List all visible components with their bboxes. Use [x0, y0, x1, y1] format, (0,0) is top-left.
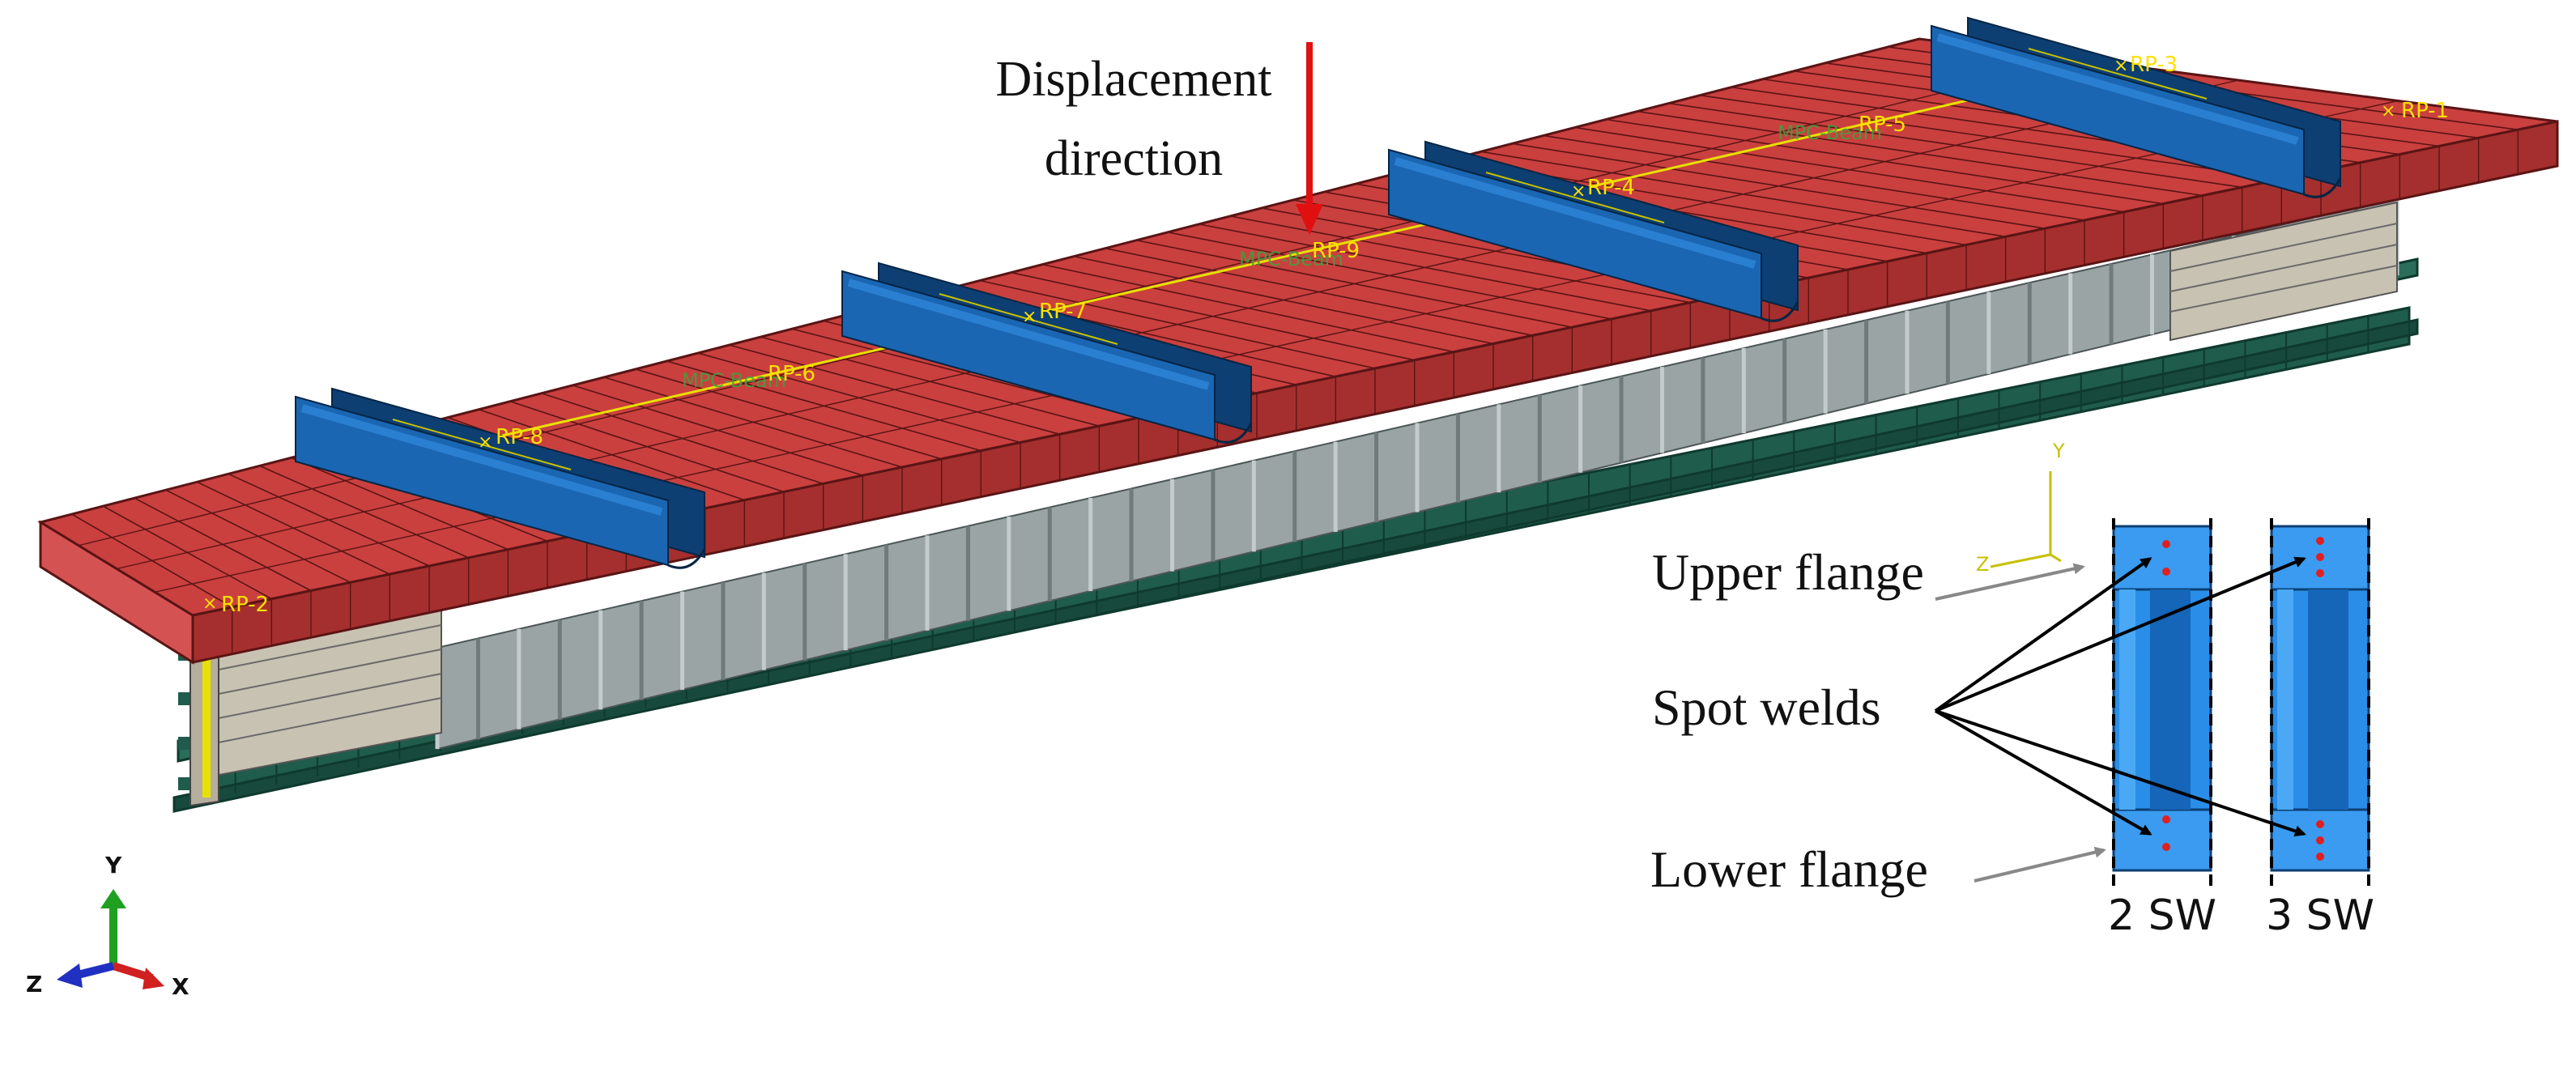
inset-profile-2sw: 2 SW: [2108, 518, 2216, 940]
rp-2: × RP-2: [202, 593, 269, 617]
lower-flange-label: Lower flange: [1650, 840, 1928, 898]
svg-text:×: ×: [2114, 56, 2128, 76]
beam-web: [435, 197, 2399, 751]
svg-text:×: ×: [1022, 307, 1037, 327]
reference-point-labels: × RP-1 × RP-2 × RP-3 × RP-4 RP-5 RP-6 × …: [202, 53, 2449, 617]
mpc-label: MPC-Beam: [682, 369, 786, 392]
loading-support: [1931, 16, 2342, 198]
rp-label: RP-8: [496, 425, 543, 449]
weld-dot: [2316, 537, 2324, 545]
global-axis-triad: Y X Z: [26, 852, 189, 1000]
mpc-label: MPC-Beam: [1239, 248, 1343, 270]
inset-axis-triad: Y Z: [1976, 440, 2065, 576]
displacement-label-line2: direction: [1045, 131, 1223, 186]
loading-support: [1388, 140, 1799, 322]
weld-dot: [2316, 853, 2324, 861]
weld-dot: [2316, 553, 2324, 561]
svg-text:×: ×: [202, 593, 217, 614]
rp-label: RP-9: [1312, 239, 1360, 263]
inset-profile-3sw: 3 SW: [2266, 518, 2374, 940]
spot-weld-leaders: [1934, 556, 2306, 837]
rp-4: × RP-4: [1571, 176, 1635, 202]
right-end-inner-sheet: [2169, 201, 2398, 342]
weld-dot: [2316, 569, 2324, 577]
loading-support: [841, 262, 1253, 444]
mpc-label: MPC-Beam: [1778, 121, 1882, 144]
rp-6: RP-6: [768, 362, 815, 386]
inset-axis-y-label: Y: [2052, 440, 2065, 462]
weld-dot: [2162, 540, 2170, 548]
mpc-reference-line: [477, 67, 2106, 443]
rp-label: RP-1: [2401, 99, 2449, 123]
rp-5: RP-5: [1859, 113, 1906, 137]
weld-dot: [2316, 820, 2324, 828]
rp-3: × RP-3: [2114, 53, 2178, 77]
svg-text:×: ×: [478, 432, 492, 453]
top-plate-end-face: [39, 520, 194, 665]
spot-welds-label: Spot welds: [1652, 679, 1881, 736]
rp-label: RP-7: [1039, 300, 1087, 324]
rp-label: RP-6: [768, 362, 815, 386]
right-end-sheets: [2169, 201, 2398, 342]
axis-y-label: Y: [104, 852, 122, 878]
rp-8: × RP-8: [478, 425, 543, 453]
spot-weld-inset: Y Z 2 SW: [1650, 440, 2374, 940]
rp-1: × RP-1: [2381, 99, 2449, 123]
inset-axis-z-label: Z: [1976, 553, 1989, 576]
weld-dot: [2162, 843, 2170, 851]
mpc-labels: MPC-Beam MPC-Beam MPC-Beam: [682, 121, 1882, 392]
rp-label: RP-4: [1587, 176, 1635, 200]
rp-label: RP-3: [2130, 53, 2178, 77]
lower-flange-leader: [1974, 846, 2106, 883]
left-end-yellow-constraint: [202, 615, 211, 798]
displacement-label-line1: Displacement: [996, 52, 1272, 107]
svg-text:×: ×: [2381, 101, 2395, 121]
upper-flange-label: Upper flange: [1652, 543, 1924, 601]
rp-7: × RP-7: [1022, 300, 1087, 327]
axis-z-label: Z: [26, 971, 42, 998]
web-mesh-lines: [435, 198, 2399, 749]
rp-label: RP-5: [1859, 113, 1906, 137]
inset-caption-3sw: 3 SW: [2266, 891, 2374, 940]
rp-label: RP-2: [221, 593, 269, 617]
inset-caption-2sw: 2 SW: [2108, 891, 2216, 940]
loading-supports: [295, 16, 2342, 569]
weld-dot: [2162, 568, 2170, 576]
rp-9: RP-9: [1312, 239, 1360, 263]
loading-support: [295, 387, 706, 569]
axis-x-label: X: [172, 973, 189, 1000]
svg-text:×: ×: [1571, 181, 1586, 202]
displacement-arrow: [1296, 42, 1323, 235]
upper-flange-leader: [1935, 563, 2085, 601]
weld-dot: [2162, 815, 2170, 823]
weld-dot: [2316, 836, 2324, 844]
lower-profile-bottom-flange: [172, 318, 2419, 813]
